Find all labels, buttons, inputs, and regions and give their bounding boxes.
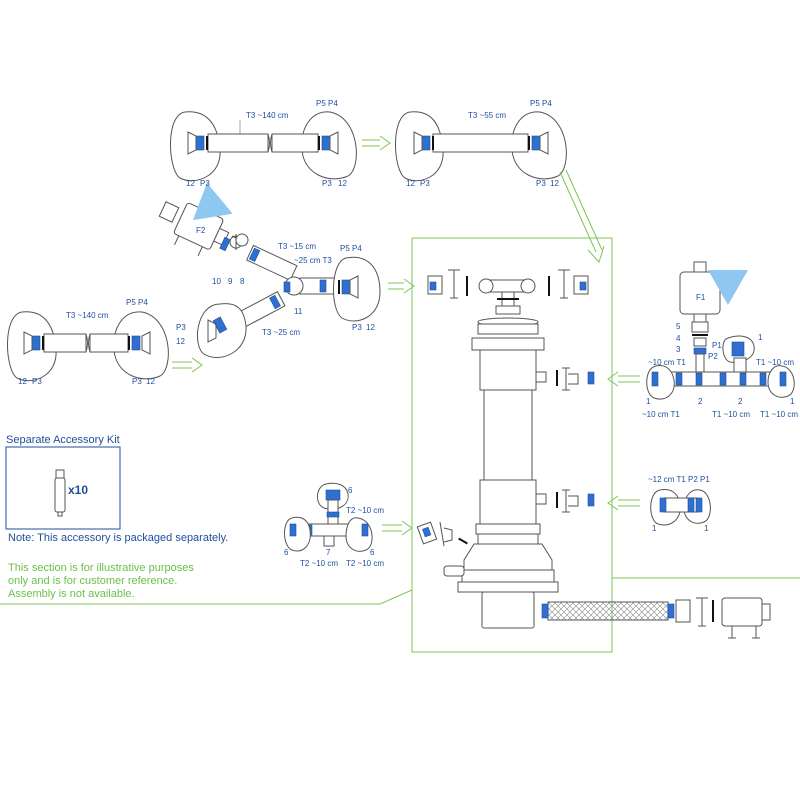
labels-right-mid: ~12 cm T1 P2 P1 1 1 xyxy=(648,475,710,533)
label-p2: P2 xyxy=(708,352,718,361)
label-p3: P3 xyxy=(352,323,362,332)
vessel-side-fittings xyxy=(556,367,595,513)
mid-left-pipe-assembly xyxy=(7,311,169,382)
label-p2p1: P2 P1 xyxy=(688,475,710,484)
label-length: T3 ~55 cm xyxy=(468,111,506,120)
label-t1: ~12 cm T1 xyxy=(648,475,686,484)
illustrative-note-line-2: only and is for customer reference. xyxy=(8,575,177,587)
main-vessel xyxy=(443,278,559,629)
labels-right-top: F1 5 4 3 P1 1 P2 ~10 cm T1 T1 ~10 cm 1 1… xyxy=(642,293,798,419)
label-f2: F2 xyxy=(196,226,206,235)
illustrative-note-line-1: This section is for illustrative purpose… xyxy=(8,562,194,574)
label-1: 1 xyxy=(790,397,795,406)
label-12: 12 xyxy=(338,179,347,188)
label-1: 1 xyxy=(704,524,709,533)
accessory-part-icon xyxy=(54,469,66,517)
label-t2-top: T2 ~10 cm xyxy=(346,506,384,515)
label-4: 4 xyxy=(676,334,681,343)
label-t3-25b: T3 ~25 cm xyxy=(262,328,300,337)
label-11: 11 xyxy=(294,307,303,316)
label-p5p4: P5 P4 xyxy=(530,99,552,108)
label-1: 1 xyxy=(652,524,657,533)
label-t1-right-top: T1 ~10 cm xyxy=(756,358,794,367)
label-t3-25a: ~25 cm T3 xyxy=(294,256,332,265)
lower-tee-assembly xyxy=(284,482,373,552)
label-2: 2 xyxy=(738,397,743,406)
label-7: 7 xyxy=(326,548,331,557)
label-p3: P3 xyxy=(200,179,210,188)
label-length: T3 ~140 cm xyxy=(66,311,109,320)
label-p5p4: P5 P4 xyxy=(126,298,148,307)
label-p3: P3 xyxy=(322,179,332,188)
label-p5p4: P5 P4 xyxy=(340,244,362,253)
label-6: 6 xyxy=(284,548,289,557)
label-1: 1 xyxy=(646,397,651,406)
label-t1-right-bot: T1 ~10 cm xyxy=(760,410,798,419)
label-12: 12 xyxy=(366,323,375,332)
label-t1-left-top: ~10 cm T1 xyxy=(648,358,686,367)
label-9: 9 xyxy=(228,277,233,286)
label-p3: P3 xyxy=(132,377,142,386)
label-f1: F1 xyxy=(696,293,706,302)
label-12: 12 xyxy=(406,179,415,188)
note-leader-line xyxy=(0,589,413,605)
top-left-pipe-assembly xyxy=(170,111,357,182)
label-12: 12 xyxy=(186,179,195,188)
illustrative-note-line-3: Assembly is not available. xyxy=(8,588,135,600)
label-length: T3 ~140 cm xyxy=(246,111,289,120)
vessel-lower-left-fittings xyxy=(416,521,468,547)
label-t1-mid-bot: T1 ~10 cm xyxy=(712,410,750,419)
labels-top-right: T3 ~55 cm P5 P4 12 P3 P3 12 xyxy=(406,99,559,188)
labels-lower-tee: 6 T2 ~10 cm 6 7 6 T2 ~10 cm T2 ~10 cm xyxy=(284,486,384,568)
label-3: 3 xyxy=(676,345,681,354)
separate-package-note: Note: This accessory is packaged separat… xyxy=(8,532,228,544)
label-1: 1 xyxy=(758,333,763,342)
label-2: 2 xyxy=(698,397,703,406)
right-top-filter-assembly xyxy=(646,261,795,400)
label-6: 6 xyxy=(348,486,353,495)
label-12: 12 xyxy=(550,179,559,188)
accessory-kit-qty: x10 xyxy=(68,483,88,497)
label-p3: P3 xyxy=(420,179,430,188)
label-12: 12 xyxy=(176,337,185,346)
label-p5p4: P5 P4 xyxy=(316,99,338,108)
label-12: 12 xyxy=(146,377,155,386)
vessel-top-fittings xyxy=(427,269,589,299)
label-5: 5 xyxy=(676,322,681,331)
assembly-flow-arrows xyxy=(172,135,640,536)
labels-y-branch: F2 10 9 8 T3 ~15 cm ~25 cm T3 11 T3 ~25 … xyxy=(176,226,375,346)
label-t3-15: T3 ~15 cm xyxy=(278,242,316,251)
label-t2-left: T2 ~10 cm xyxy=(300,559,338,568)
label-p3: P3 xyxy=(536,179,546,188)
right-mid-pipe-assembly xyxy=(650,489,711,526)
label-10: 10 xyxy=(212,277,221,286)
label-t1-left-bot: ~10 cm T1 xyxy=(642,410,680,419)
label-p1: P1 xyxy=(712,341,722,350)
label-12: 12 xyxy=(18,377,27,386)
label-t2-right: T2 ~10 cm xyxy=(346,559,384,568)
labels-top-left: T3 ~140 cm P5 P4 12 P3 P3 12 xyxy=(186,99,347,188)
label-8: 8 xyxy=(240,277,245,286)
label-6: 6 xyxy=(370,548,375,557)
y-branch-assembly xyxy=(158,182,381,358)
label-p3: P3 xyxy=(32,377,42,386)
labels-mid-left: T3 ~140 cm P5 P4 12 P3 P3 12 xyxy=(18,298,155,386)
braided-hose-assembly xyxy=(541,597,771,639)
accessory-kit-box xyxy=(5,446,121,530)
accessory-kit-title: Separate Accessory Kit xyxy=(6,434,120,446)
label-p3: P3 xyxy=(176,323,186,332)
top-right-pipe-assembly xyxy=(395,111,567,182)
